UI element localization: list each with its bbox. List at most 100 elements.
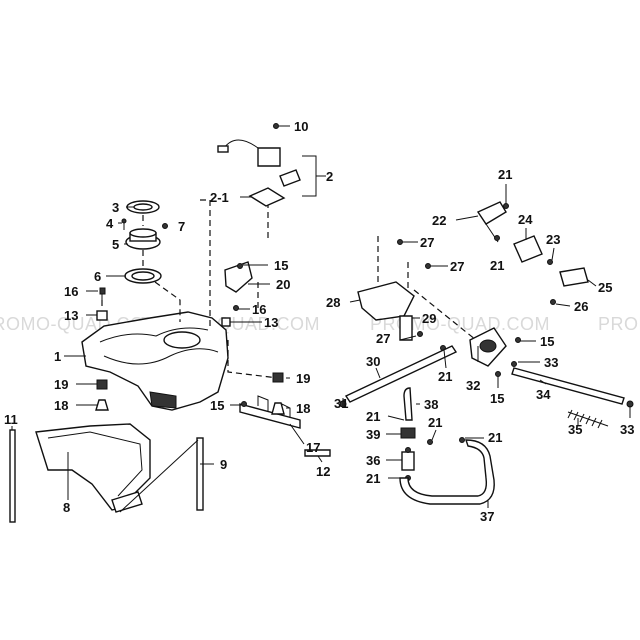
fuel-tank-1-opening xyxy=(163,331,201,349)
grommet-18-right xyxy=(271,402,285,415)
label-12: 12 xyxy=(316,464,330,479)
bushing-13 xyxy=(96,310,108,321)
screw-10 xyxy=(273,123,279,129)
fuel-gauge-2-float xyxy=(279,169,301,187)
label-39: 39 xyxy=(366,427,380,442)
ld-27c xyxy=(399,335,417,341)
clamp-21-hose xyxy=(427,439,433,445)
screw-15-pump-low xyxy=(495,371,501,377)
seal-ring-6-inner xyxy=(131,271,155,281)
label-32: 32 xyxy=(466,378,480,393)
label-15d: 15 xyxy=(490,391,504,406)
label-21c: 21 xyxy=(366,409,380,424)
fuel-filter-24 xyxy=(513,235,543,263)
screw-27-mid xyxy=(425,263,431,269)
cable-tie-11 xyxy=(9,429,16,523)
label-29: 29 xyxy=(422,311,436,326)
label-11: 11 xyxy=(4,412,18,427)
valve-36 xyxy=(401,451,415,471)
label-26: 26 xyxy=(574,299,588,314)
ld-34 xyxy=(539,379,547,385)
label-2: 2 xyxy=(326,169,333,184)
label-10: 10 xyxy=(294,119,308,134)
ld-26 xyxy=(555,303,571,307)
label-20: 20 xyxy=(276,277,290,292)
rod-34 xyxy=(511,367,625,405)
label-3: 3 xyxy=(112,200,119,215)
fuel-tank-group xyxy=(9,123,331,523)
spring-35 xyxy=(567,409,609,429)
bracket-plate-28 xyxy=(357,281,415,321)
label-28: 28 xyxy=(326,295,340,310)
bracket-line-2 xyxy=(302,155,326,197)
grommet-18-left xyxy=(95,399,109,411)
hose-38 xyxy=(403,387,413,421)
label-25: 25 xyxy=(598,280,612,295)
screw-27-top xyxy=(397,239,403,245)
screw-15-pump xyxy=(515,337,521,343)
grommet-19-right xyxy=(272,372,284,383)
label-leaders xyxy=(11,125,631,508)
ld-22 xyxy=(455,215,479,221)
label-21a: 21 xyxy=(498,167,512,182)
label-13a: 13 xyxy=(64,308,78,323)
skid-tray-8-tab xyxy=(111,491,143,513)
ld-23 xyxy=(551,247,555,261)
fuel-gauge-2 xyxy=(257,147,281,167)
screw-4-head xyxy=(121,218,127,224)
label-31: 31 xyxy=(334,396,348,411)
label-36: 36 xyxy=(366,453,380,468)
strap-9 xyxy=(196,437,204,511)
gasket-ring-3-inner xyxy=(133,203,153,211)
label-16b: 16 xyxy=(252,302,266,317)
strap-9-link xyxy=(119,439,199,513)
fuel-tank-1-base xyxy=(149,391,177,409)
label-18a: 18 xyxy=(54,398,68,413)
fuel-tank-1-contour xyxy=(103,348,219,365)
screw-27-low xyxy=(417,331,423,337)
label-2-1: 2-1 xyxy=(210,190,229,205)
clamp-21-top xyxy=(503,203,509,209)
nut-7 xyxy=(162,223,168,229)
skid-tray-8-rim xyxy=(47,431,143,497)
pin-12 xyxy=(304,449,331,457)
bushing-13-right xyxy=(221,317,231,327)
clamp-21-hose-end xyxy=(459,437,465,443)
label-21e: 21 xyxy=(488,430,502,445)
ld-12 xyxy=(317,455,323,463)
watermark-text-3: PROMO-QUAD.COM xyxy=(370,314,550,334)
fuel-line-group xyxy=(339,201,634,505)
part-labels: 10 2 2-1 3 4 7 5 6 16 13 1 19 18 15 20 1… xyxy=(4,119,634,524)
label-19a: 19 xyxy=(54,377,68,392)
rod-30 xyxy=(344,345,458,403)
label-15a: 15 xyxy=(274,258,288,273)
fuel-pump-32-port xyxy=(479,339,497,353)
label-9: 9 xyxy=(220,457,227,472)
leader-28-pump xyxy=(413,289,477,341)
label-21b: 21 xyxy=(490,258,504,273)
label-13b: 13 xyxy=(264,315,278,330)
label-34: 34 xyxy=(536,387,551,402)
leader-2-1-tank xyxy=(200,199,211,330)
hose-25 xyxy=(559,267,589,287)
label-19b: 19 xyxy=(296,371,310,386)
label-22: 22 xyxy=(432,213,446,228)
label-27b: 27 xyxy=(450,259,464,274)
leader-tank-bracket xyxy=(227,340,279,379)
label-21f: 21 xyxy=(366,471,380,486)
label-7: 7 xyxy=(178,219,185,234)
label-16a: 16 xyxy=(64,284,78,299)
label-33b: 33 xyxy=(620,422,634,437)
label-30: 30 xyxy=(366,354,380,369)
hose-37 xyxy=(399,439,495,505)
fuel-gauge-2-connector xyxy=(217,145,229,153)
bracket-20 xyxy=(224,261,253,293)
fuel-gauge-2-wire xyxy=(223,139,259,149)
label-15b: 15 xyxy=(210,398,224,413)
label-33a: 33 xyxy=(544,355,558,370)
label-27a: 27 xyxy=(420,235,434,250)
label-23: 23 xyxy=(546,232,560,247)
watermark-text-4: PROMO-QUAD.COM xyxy=(598,314,640,334)
bolt-16 xyxy=(99,287,106,295)
